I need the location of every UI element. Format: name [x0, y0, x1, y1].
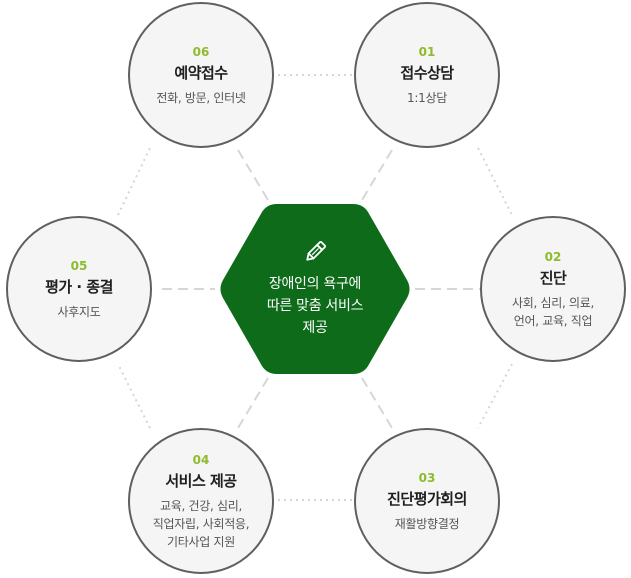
step-node-03[interactable]: 03 진단평가회의 재활방향결정: [354, 428, 500, 574]
step-number: 05: [70, 258, 88, 273]
step-title: 진단평가회의: [387, 489, 467, 508]
step-number: 06: [192, 44, 210, 59]
spoke-connector: [361, 149, 393, 201]
hexagon-shape: [220, 204, 410, 374]
ring-connector: [477, 147, 513, 216]
step-node-04[interactable]: 04 서비스 제공 교육, 건강, 심리, 직업자립, 사회적응, 기타사업 지…: [128, 428, 274, 574]
step-number: 02: [544, 249, 562, 264]
step-title: 접수상담: [400, 63, 454, 82]
center-text: 장애인의 욕구에 따른 맞춤 서비스 제공: [266, 276, 364, 336]
ring-connector: [477, 363, 513, 429]
step-description: 교육, 건강, 심리, 직업자립, 사회적응, 기타사업 지원: [152, 498, 250, 549]
ring-connector: [117, 363, 151, 429]
step-title: 예약접수: [174, 63, 228, 82]
center-hexagon[interactable]: 장애인의 욕구에 따른 맞춤 서비스 제공: [215, 200, 415, 378]
step-description: 1:1상담: [407, 90, 447, 105]
step-node-05[interactable]: 05 평가 · 종결 사후지도: [6, 216, 152, 362]
spoke-connector: [237, 149, 269, 201]
step-node-02[interactable]: 02 진단 사회, 심리, 의료, 언어, 교육, 직업: [480, 216, 626, 362]
step-number: 04: [192, 452, 210, 467]
spoke-connector: [237, 377, 269, 429]
step-title: 평가 · 종결: [45, 277, 113, 296]
step-title: 서비스 제공: [165, 471, 237, 490]
step-node-06[interactable]: 06 예약접수 전화, 방문, 인터넷: [128, 2, 274, 148]
step-number: 03: [418, 470, 436, 485]
spoke-connector: [361, 377, 393, 429]
step-node-01[interactable]: 01 접수상담 1:1상담: [354, 2, 500, 148]
ring-connector: [117, 147, 151, 216]
pencil-icon: [306, 240, 327, 261]
step-description: 전화, 방문, 인터넷: [156, 90, 246, 105]
step-description: 사회, 심리, 의료, 언어, 교육, 직업: [511, 295, 594, 328]
step-description: 사후지도: [57, 304, 101, 319]
step-description: 재활방향결정: [394, 516, 460, 531]
step-title: 진단: [539, 268, 567, 287]
step-number: 01: [418, 44, 436, 59]
